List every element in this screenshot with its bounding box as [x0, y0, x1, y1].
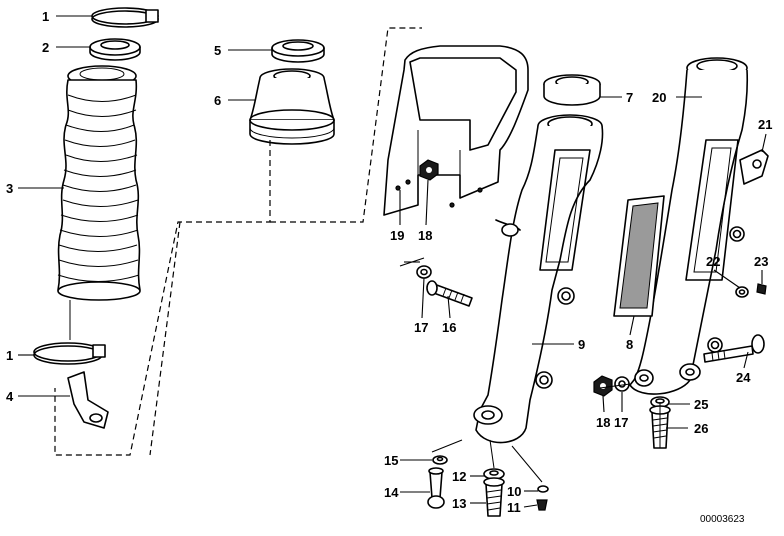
callout-13: 13: [452, 496, 466, 511]
part-bolt-14: [427, 467, 445, 509]
part-bolt-24: [703, 334, 765, 363]
part-nut-18-upper: [419, 159, 439, 181]
part-bolt-23: [756, 283, 767, 295]
part-bolt-16: [426, 280, 473, 307]
callout-11: 11: [507, 500, 521, 515]
leader-lines: [18, 15, 767, 508]
callout-4: 4: [6, 389, 14, 404]
assembly-dash-lines: [54, 27, 422, 456]
callout-17-upper: 17: [414, 320, 428, 335]
callout-7: 7: [626, 90, 633, 105]
callout-18-lower: 18: [596, 415, 610, 430]
assembly-guide-lines: [431, 383, 661, 483]
callout-3: 3: [6, 181, 13, 196]
part-mount-21: [739, 149, 769, 185]
callout-8: 8: [626, 337, 633, 352]
callout-10: 10: [507, 484, 521, 499]
part-washer-22: [735, 286, 749, 298]
part-bracket-4: [67, 371, 109, 429]
diagram-reference-number: 00003623: [700, 514, 745, 525]
callout-23: 23: [754, 254, 768, 269]
callout-16: 16: [442, 320, 456, 335]
callout-18-upper: 18: [418, 228, 432, 243]
part-washer-17-lower: [614, 376, 630, 392]
callout-1-top: 1: [42, 9, 49, 24]
callout-9: 9: [578, 337, 585, 352]
callout-19: 19: [390, 228, 404, 243]
callout-17-lower: 17: [614, 415, 628, 430]
callout-12: 12: [452, 469, 466, 484]
callout-25: 25: [694, 397, 708, 412]
part-washer-17-upper: [416, 265, 432, 279]
part-ring-2: [89, 38, 141, 61]
part-nut-18-lower: [593, 375, 613, 397]
part-clamp-bottom: [33, 342, 106, 365]
part-fork-cover-19: [383, 45, 529, 216]
callout-22: 22: [706, 254, 720, 269]
callout-6: 6: [214, 93, 221, 108]
callout-26: 26: [694, 421, 708, 436]
part-washer-15: [432, 455, 448, 465]
part-reflector-8: [613, 195, 665, 317]
callout-1-bottom: 1: [6, 348, 13, 363]
callout-15: 15: [384, 453, 398, 468]
part-gaiter-bellows: [57, 65, 141, 301]
part-fork-slider-9: [473, 74, 604, 444]
part-screw-11: [536, 499, 548, 511]
callout-2: 2: [42, 40, 49, 55]
part-bolt-13: [483, 477, 505, 517]
callout-20: 20: [652, 90, 666, 105]
part-ring-5: [271, 39, 325, 63]
callout-24: 24: [736, 370, 751, 385]
callout-14: 14: [384, 485, 399, 500]
part-clamp-top: [91, 7, 159, 28]
callout-labels: 1 2 3 1 4 5 6 19 18 17 16 7 9 20 21 8 22…: [6, 9, 772, 515]
callout-5: 5: [214, 43, 221, 58]
part-washer-10: [537, 485, 549, 493]
part-fork-slider-20: [629, 57, 749, 395]
part-boot-6: [249, 68, 335, 145]
callout-21: 21: [758, 117, 772, 132]
